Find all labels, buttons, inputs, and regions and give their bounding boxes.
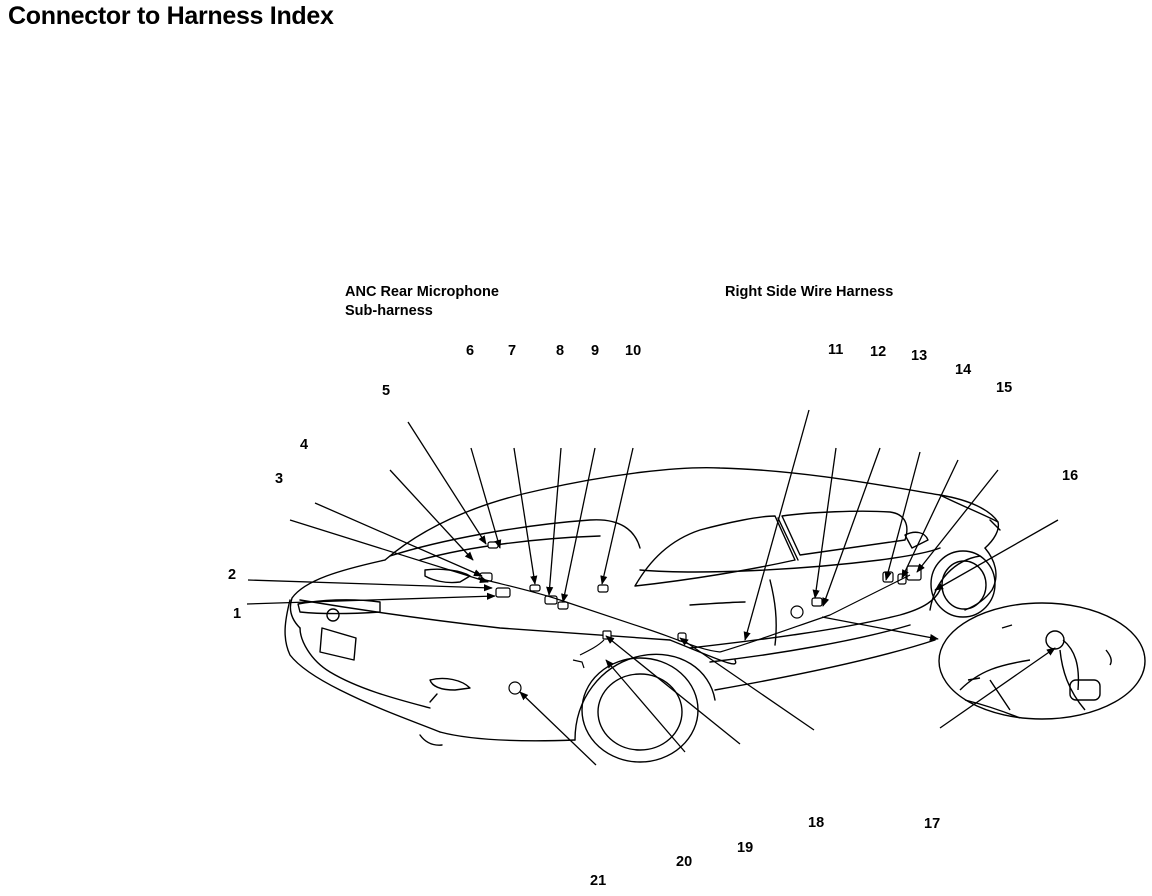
anc-harness-label-line2: Sub-harness [345,303,433,319]
connector-detail-circle [938,602,1146,720]
callout-6: 6 [466,343,475,359]
callout-7: 7 [508,343,517,359]
page-title: Connector to Harness Index [8,2,334,30]
anc-harness-label-line1: ANC Rear Microphone [345,284,499,300]
callout-11: 11 [828,342,844,358]
callout-13: 13 [911,348,928,364]
callout-18: 18 [808,815,825,831]
callout-4: 4 [300,437,309,453]
anc-harness-label: ANC Rear Microphone Sub-harness [345,283,499,321]
callout-9: 9 [591,343,600,359]
callout-3: 3 [275,471,284,487]
callout-20: 20 [676,854,693,870]
callout-10: 10 [625,343,642,359]
car-body [284,467,1001,763]
callout-8: 8 [556,343,565,359]
callout-21: 21 [590,873,607,889]
callout-12: 12 [870,344,887,360]
callout-17: 17 [924,816,941,832]
leader-lines [246,409,1059,766]
callout-1: 1 [233,606,242,622]
callout-19: 19 [737,840,754,856]
callout-15: 15 [996,380,1013,396]
callout-5: 5 [382,383,391,399]
right-side-harness-label: Right Side Wire Harness [725,284,894,300]
callout-14: 14 [955,362,972,378]
callout-16: 16 [1062,468,1079,484]
callout-2: 2 [228,567,237,583]
